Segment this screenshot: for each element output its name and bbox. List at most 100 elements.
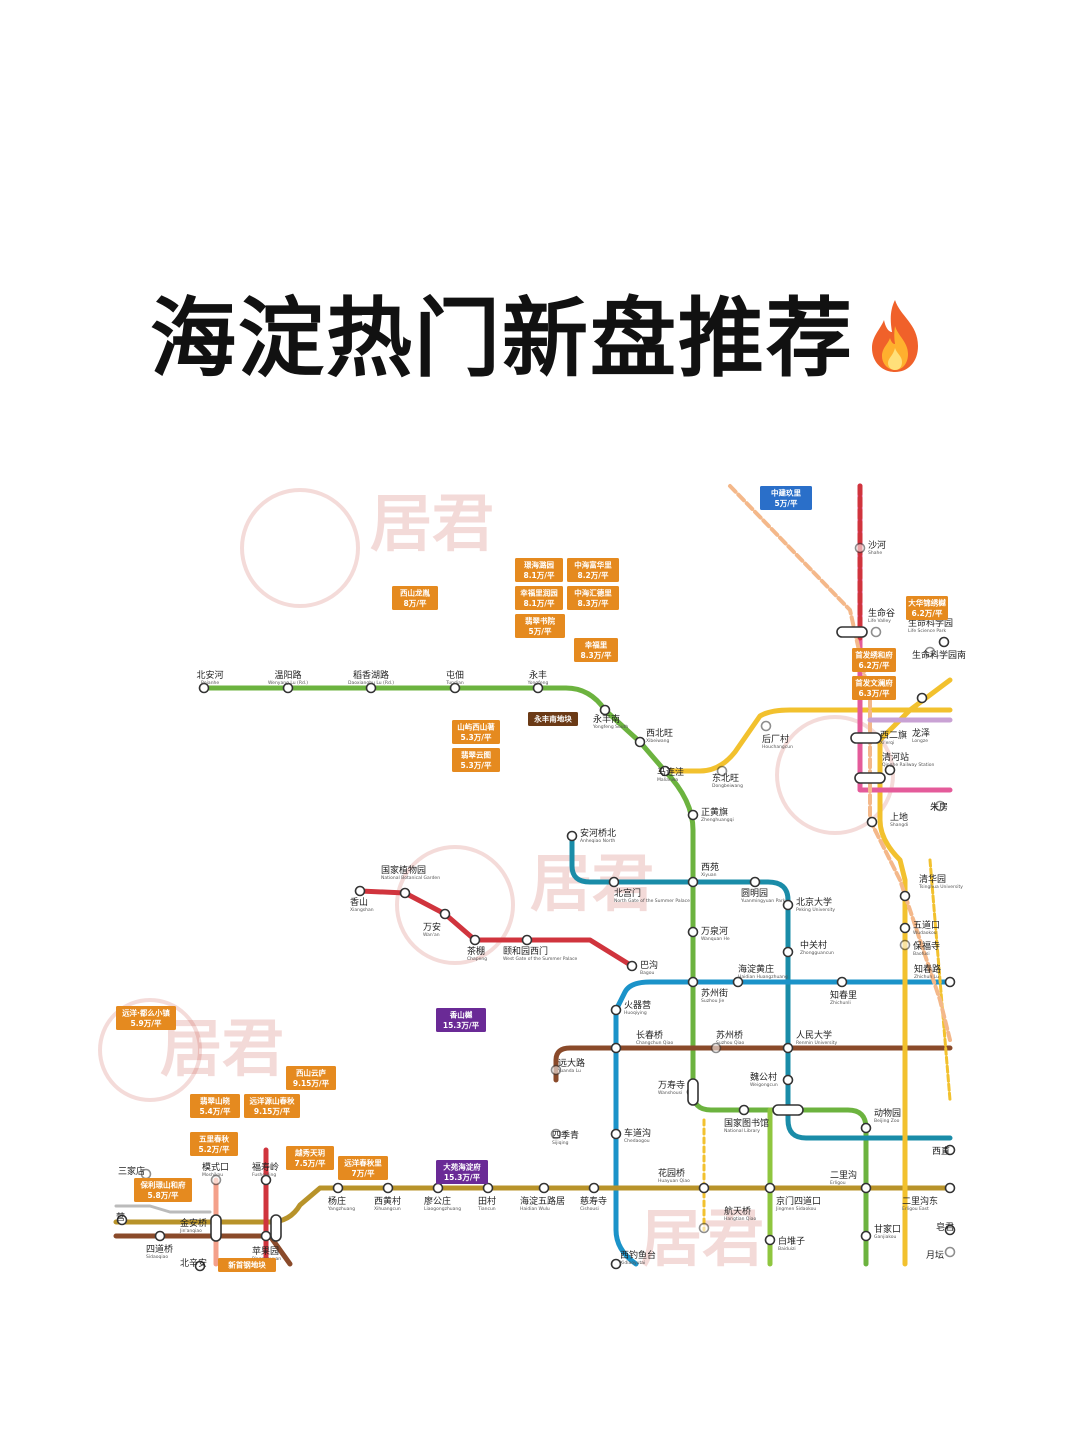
station-dot[interactable] xyxy=(659,765,671,777)
station[interactable]: 朱房 xyxy=(930,800,948,813)
station-dot[interactable] xyxy=(687,976,699,988)
station-dot[interactable] xyxy=(260,1174,272,1186)
station-dot[interactable] xyxy=(687,926,699,938)
station-dot[interactable] xyxy=(782,899,794,911)
interchange-marker[interactable] xyxy=(850,732,882,744)
station-dot[interactable] xyxy=(608,876,620,888)
station-dot[interactable] xyxy=(610,1004,622,1016)
project-tag-bg[interactable] xyxy=(515,586,563,610)
station-dot[interactable] xyxy=(210,1174,222,1186)
station-dot[interactable] xyxy=(399,887,411,899)
station-dot[interactable] xyxy=(860,1182,872,1194)
station-dot[interactable] xyxy=(749,876,761,888)
station-dot[interactable] xyxy=(854,542,866,554)
station-dot[interactable] xyxy=(934,800,946,812)
station-dot[interactable] xyxy=(687,809,699,821)
station[interactable]: 西直 xyxy=(932,1144,956,1157)
station-dot[interactable] xyxy=(626,960,638,972)
project-tag-bg[interactable] xyxy=(190,1094,240,1118)
station-dot[interactable] xyxy=(154,1230,166,1242)
station-dot[interactable] xyxy=(354,885,366,897)
station-dot[interactable] xyxy=(944,1182,956,1194)
project-tag-bg[interactable] xyxy=(760,486,812,510)
station-dot[interactable] xyxy=(365,682,377,694)
station-dot[interactable] xyxy=(698,1182,710,1194)
station-dot[interactable] xyxy=(698,1222,710,1234)
project-tag-bg[interactable] xyxy=(286,1146,334,1170)
station-dot[interactable] xyxy=(194,1260,206,1272)
project-tag-bg[interactable] xyxy=(244,1094,300,1118)
station[interactable]: 皂君 xyxy=(936,1221,956,1236)
station-dot[interactable] xyxy=(538,1182,550,1194)
project-tag-bg[interactable] xyxy=(190,1132,238,1156)
station-dot[interactable] xyxy=(944,1224,956,1236)
station-dot[interactable] xyxy=(916,692,928,704)
station-dot[interactable] xyxy=(732,976,744,988)
station-dot[interactable] xyxy=(599,704,611,716)
station-dot[interactable] xyxy=(610,1258,622,1270)
station-dot[interactable] xyxy=(899,922,911,934)
project-tag-bg[interactable] xyxy=(515,614,565,638)
station-dot[interactable] xyxy=(469,934,481,946)
station-dot[interactable] xyxy=(938,636,950,648)
station-dot[interactable] xyxy=(944,1246,956,1258)
station-dot[interactable] xyxy=(899,939,911,951)
station-dot[interactable] xyxy=(860,1230,872,1242)
station-dot[interactable] xyxy=(924,646,936,658)
interchange-marker[interactable] xyxy=(210,1214,222,1242)
station-dot[interactable] xyxy=(282,682,294,694)
project-tag-bg[interactable] xyxy=(436,1008,486,1032)
project-tag-bg[interactable] xyxy=(218,1258,276,1272)
station-dot[interactable] xyxy=(782,1042,794,1054)
station-dot[interactable] xyxy=(884,764,896,776)
station-dot[interactable] xyxy=(782,1074,794,1086)
project-tag-bg[interactable] xyxy=(134,1178,192,1202)
station-dot[interactable] xyxy=(836,976,848,988)
station-dot[interactable] xyxy=(588,1182,600,1194)
project-tag-bg[interactable] xyxy=(515,558,563,582)
project-tag-bg[interactable] xyxy=(116,1006,176,1030)
project-tag-bg[interactable] xyxy=(392,586,438,610)
station-dot[interactable] xyxy=(764,1234,776,1246)
project-tag-bg[interactable] xyxy=(567,586,619,610)
station[interactable]: 生命科学园南 xyxy=(912,646,966,662)
